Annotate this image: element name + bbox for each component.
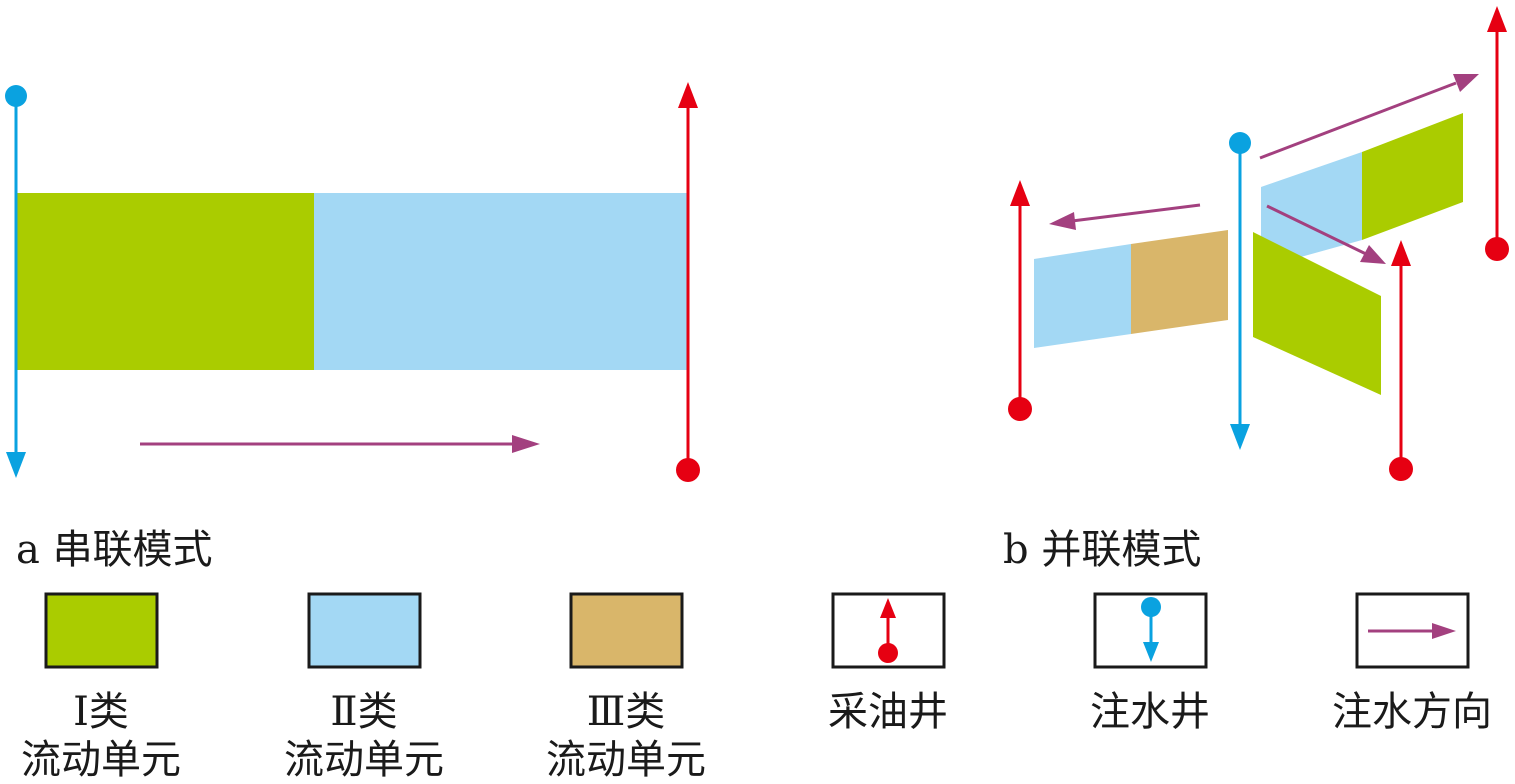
parallel-injection-well	[1229, 132, 1251, 450]
series-flow-direction-arrow	[140, 435, 540, 453]
legend-label-injection-well: 注水井	[1090, 689, 1210, 735]
right-arrowhead-icon	[512, 435, 540, 453]
series-mode-caption: a 串联模式	[16, 527, 213, 573]
legend-label-flow-direction: 注水方向	[1332, 689, 1492, 735]
parallel-left-production-well	[1008, 180, 1032, 421]
series-mode-panel	[5, 82, 700, 482]
parallel-flow-arrow-upper	[1259, 74, 1479, 160]
down-arrowhead-icon	[1230, 424, 1250, 450]
legend-swatch-type3	[569, 592, 684, 669]
left-arrowhead-icon	[1049, 212, 1076, 230]
series-type2-unit	[314, 193, 687, 370]
legend-label-type1: Ⅰ类 流动单元	[21, 689, 181, 783]
parallel-upper-production-well	[1485, 6, 1509, 261]
up-arrowhead-icon	[880, 598, 896, 618]
down-arrowhead-icon	[1143, 642, 1159, 662]
legend-symbol-production-well	[831, 592, 946, 669]
up-arrowhead-icon	[678, 82, 698, 108]
legend-label-production-well: 采油井	[828, 689, 948, 735]
legend-label-type3: Ⅲ类 流动单元	[546, 689, 706, 783]
right-arrowhead-icon	[1453, 74, 1479, 92]
parallel-left-type2-unit	[1034, 244, 1131, 348]
legend-label-type2: Ⅱ类 流动单元	[284, 689, 444, 783]
parallel-lower-type1-unit	[1253, 232, 1381, 395]
series-injection-well	[5, 85, 27, 478]
right-arrowhead-icon	[1360, 245, 1386, 264]
parallel-mode-panel	[1008, 6, 1509, 481]
legend-symbol-injection-well	[1093, 592, 1208, 669]
up-arrowhead-icon	[1010, 180, 1030, 206]
legend-symbol-flow-direction	[1355, 592, 1470, 669]
legend-swatch-type1	[44, 592, 159, 669]
parallel-lower-production-well	[1389, 240, 1413, 481]
down-arrowhead-icon	[6, 452, 26, 478]
parallel-upper-type1-unit	[1362, 113, 1463, 240]
parallel-flow-arrow-lower	[1266, 204, 1386, 264]
series-type1-unit	[16, 193, 314, 370]
parallel-mode-caption: b 并联模式	[1003, 527, 1202, 573]
parallel-left-type3-unit	[1131, 230, 1228, 334]
legend-swatch-type2	[307, 592, 422, 669]
up-arrowhead-icon	[1391, 240, 1411, 266]
series-production-well	[676, 82, 700, 482]
parallel-flow-arrow-left	[1049, 203, 1201, 230]
legend	[44, 592, 1470, 669]
right-arrowhead-icon	[1432, 623, 1456, 639]
up-arrowhead-icon	[1487, 6, 1507, 32]
